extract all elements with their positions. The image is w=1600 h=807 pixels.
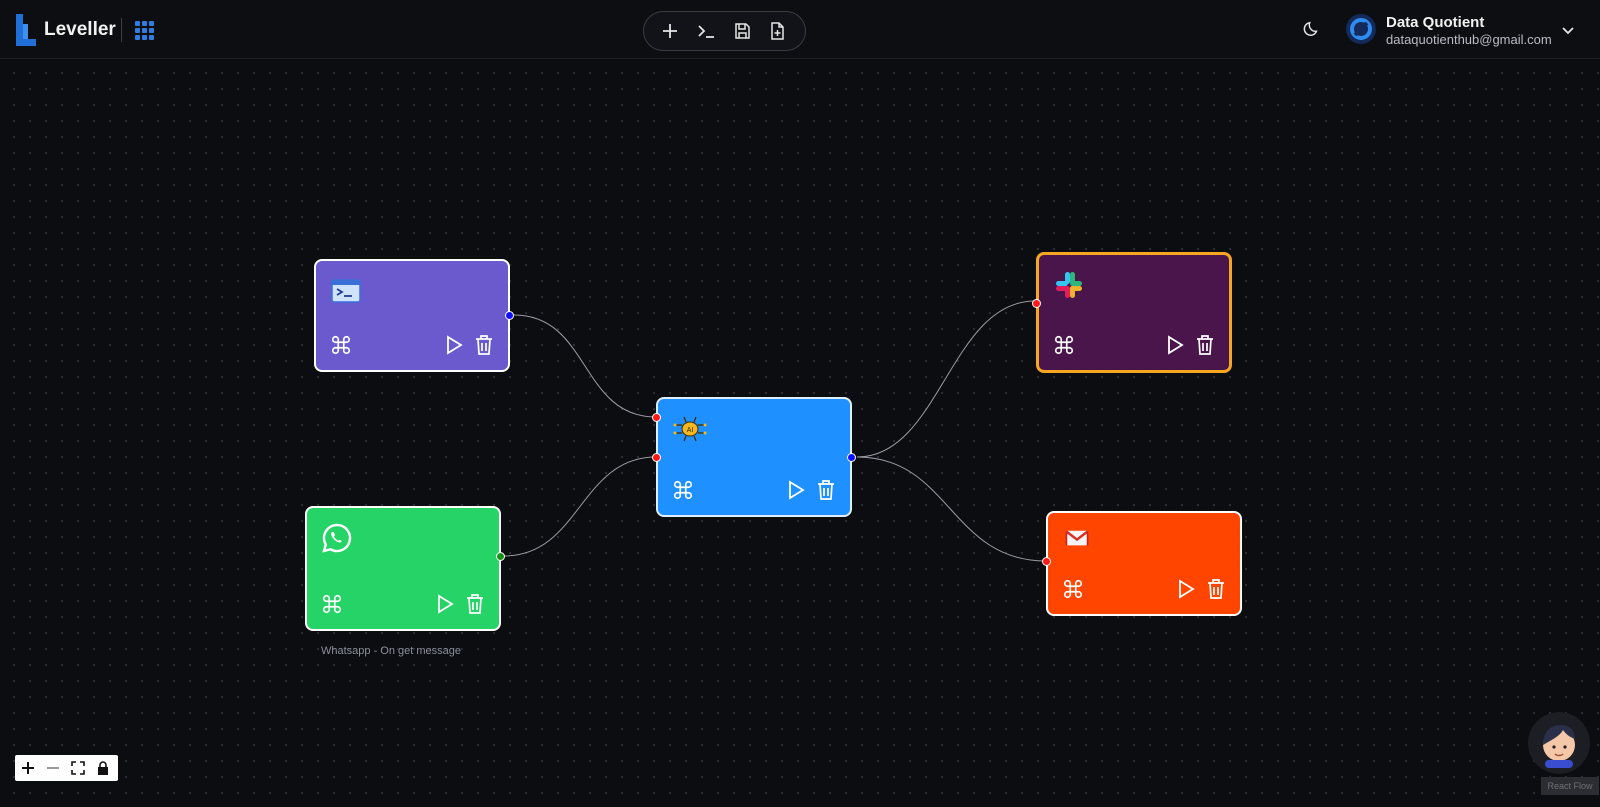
user-email: dataquotienthub@gmail.com	[1386, 32, 1552, 47]
minus-icon	[46, 767, 59, 769]
play-icon[interactable]	[435, 593, 455, 615]
app-title: Leveller	[44, 19, 116, 40]
lock-icon	[97, 761, 108, 775]
output-handle[interactable]	[496, 552, 505, 561]
output-handle[interactable]	[847, 453, 856, 462]
trash-icon[interactable]	[816, 479, 836, 501]
assistant-avatar-button[interactable]	[1528, 712, 1590, 774]
input-handle[interactable]	[1042, 557, 1051, 566]
header-divider	[121, 18, 122, 42]
input-handle[interactable]	[1032, 299, 1041, 308]
company-logo-icon	[1350, 18, 1372, 40]
node-ai[interactable]: AI	[652, 397, 856, 517]
trash-icon[interactable]	[1195, 334, 1215, 356]
ai-brain-icon: AI	[673, 416, 707, 442]
input-handle[interactable]	[652, 453, 661, 462]
play-icon[interactable]	[786, 479, 806, 501]
gmail-icon	[1065, 530, 1089, 546]
apps-grid-icon[interactable]	[135, 21, 154, 40]
play-icon[interactable]	[444, 334, 464, 356]
play-icon[interactable]	[1176, 578, 1196, 600]
zoom-in-button[interactable]	[15, 755, 40, 781]
canvas-toolbar	[643, 11, 806, 51]
command-icon[interactable]	[1062, 578, 1084, 600]
whatsapp-icon	[322, 523, 352, 553]
node-gmail[interactable]	[1042, 511, 1242, 616]
leveller-logo-icon	[16, 14, 36, 46]
chevron-down-icon[interactable]	[1560, 22, 1576, 38]
save-icon[interactable]	[732, 21, 752, 41]
node-terminal[interactable]	[314, 259, 514, 372]
slack-icon	[1056, 272, 1082, 298]
user-name: Data Quotient	[1386, 14, 1485, 31]
input-handle[interactable]	[652, 413, 661, 422]
trash-icon[interactable]	[474, 334, 494, 356]
terminal-icon[interactable]	[696, 21, 716, 41]
moon-icon[interactable]	[1303, 20, 1321, 38]
top-header: Leveller Data Quotient dataquotienthub@g…	[0, 0, 1600, 59]
node-label-whatsapp: Whatsapp - On get message	[321, 645, 462, 657]
command-icon[interactable]	[672, 479, 694, 501]
fullscreen-icon	[70, 761, 85, 775]
plus-icon[interactable]	[660, 21, 680, 41]
output-handle[interactable]	[505, 311, 514, 320]
svg-text:AI: AI	[687, 427, 694, 434]
play-icon[interactable]	[1165, 334, 1185, 356]
lock-button[interactable]	[90, 755, 115, 781]
zoom-controls	[15, 755, 118, 781]
assistant-face-icon	[1543, 725, 1575, 768]
zoom-out-button[interactable]	[40, 755, 65, 781]
fit-view-button[interactable]	[65, 755, 90, 781]
plus-icon	[21, 762, 34, 774]
file-plus-icon[interactable]	[767, 21, 787, 41]
node-whatsapp[interactable]	[305, 506, 505, 631]
command-icon[interactable]	[1053, 334, 1075, 356]
terminal-icon	[331, 279, 361, 303]
trash-icon[interactable]	[1206, 578, 1226, 600]
command-icon[interactable]	[321, 593, 343, 615]
avatar[interactable]	[1346, 14, 1376, 44]
trash-icon[interactable]	[465, 593, 485, 615]
node-slack[interactable]	[1032, 252, 1232, 373]
react-flow-attribution[interactable]: React Flow	[1541, 777, 1599, 795]
command-icon[interactable]	[330, 334, 352, 356]
